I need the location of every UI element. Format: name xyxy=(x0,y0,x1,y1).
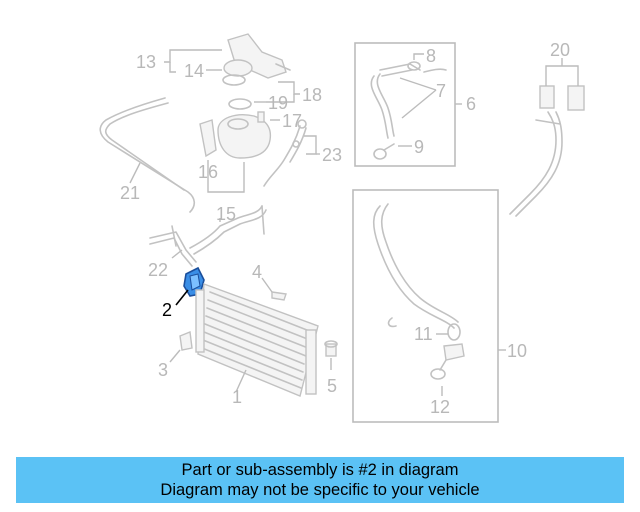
part-8-clamp xyxy=(407,61,447,73)
part-17-sensor xyxy=(257,111,265,123)
leader-23 xyxy=(304,135,317,155)
part-2-bracket xyxy=(183,266,205,297)
callout-1: 1 xyxy=(232,387,242,407)
leader-4 xyxy=(261,277,273,293)
leader-18b xyxy=(266,94,295,103)
callout-13: 13 xyxy=(136,52,156,72)
part-1-radiator xyxy=(195,283,319,397)
group-box-10 xyxy=(352,189,499,423)
leader-8 xyxy=(413,53,424,60)
callout-20: 20 xyxy=(550,40,570,60)
part-20-pipe xyxy=(509,85,585,217)
leader-13a xyxy=(164,49,222,63)
part-3-bracket xyxy=(179,331,193,351)
part-12-connector xyxy=(430,343,465,380)
leader-16 xyxy=(207,160,245,193)
leader-18a xyxy=(278,81,300,95)
part-21-hose xyxy=(99,97,196,213)
leader-7a xyxy=(399,77,437,91)
part-22-pipe xyxy=(149,225,197,267)
callout-14: 14 xyxy=(184,61,204,81)
part-5-plug xyxy=(324,340,338,357)
part-19-oring xyxy=(228,98,252,110)
callout-17: 17 xyxy=(282,111,302,131)
leader-22 xyxy=(171,249,183,259)
callout-16: 16 xyxy=(198,162,218,182)
part-23-hose xyxy=(263,119,307,187)
callout-5: 5 xyxy=(327,376,337,396)
banner-line-2: Diagram may not be specific to your vehi… xyxy=(160,481,480,499)
info-banner: Part or sub-assembly is #2 in diagram Di… xyxy=(16,457,624,503)
callout-21: 21 xyxy=(120,183,140,203)
callout-15: 15 xyxy=(216,204,236,224)
leader-3 xyxy=(169,349,181,363)
leader-2 xyxy=(175,289,189,306)
callout-9: 9 xyxy=(414,137,424,157)
banner-line-1: Part or sub-assembly is #2 in diagram xyxy=(181,461,459,479)
leader-1 xyxy=(235,369,247,393)
part-14-gasket xyxy=(222,74,246,86)
part-11-clamp xyxy=(387,317,461,341)
part-10-hose xyxy=(372,203,459,329)
part-7-hose xyxy=(370,63,421,139)
callout-19: 19 xyxy=(268,93,288,113)
leader-7b xyxy=(401,89,437,119)
part-13-flange xyxy=(223,33,291,79)
leader-13b xyxy=(169,62,176,73)
part-16-expansion-tank xyxy=(199,114,272,159)
leader-20 xyxy=(545,65,579,86)
callout-3: 3 xyxy=(158,360,168,380)
callout-6: 6 xyxy=(466,94,476,114)
callout-22: 22 xyxy=(148,260,168,280)
part-15-pipe xyxy=(189,205,267,255)
callout-10: 10 xyxy=(507,341,527,361)
callout-11: 11 xyxy=(414,324,433,344)
callout-18: 18 xyxy=(302,85,322,105)
callout-12: 12 xyxy=(430,397,450,417)
group-box-6 xyxy=(354,42,456,167)
parts-diagram: 1 2 3 4 5 6 7 8 9 10 11 12 13 14 15 16 1… xyxy=(99,33,585,423)
callout-8: 8 xyxy=(426,46,436,66)
part-4-sensor xyxy=(271,291,287,301)
callout-4: 4 xyxy=(252,262,262,282)
leader-21 xyxy=(129,162,141,184)
callout-2: 2 xyxy=(162,300,172,320)
part-9-flange xyxy=(373,143,395,160)
callout-23: 23 xyxy=(322,145,342,165)
callout-7: 7 xyxy=(436,81,446,101)
